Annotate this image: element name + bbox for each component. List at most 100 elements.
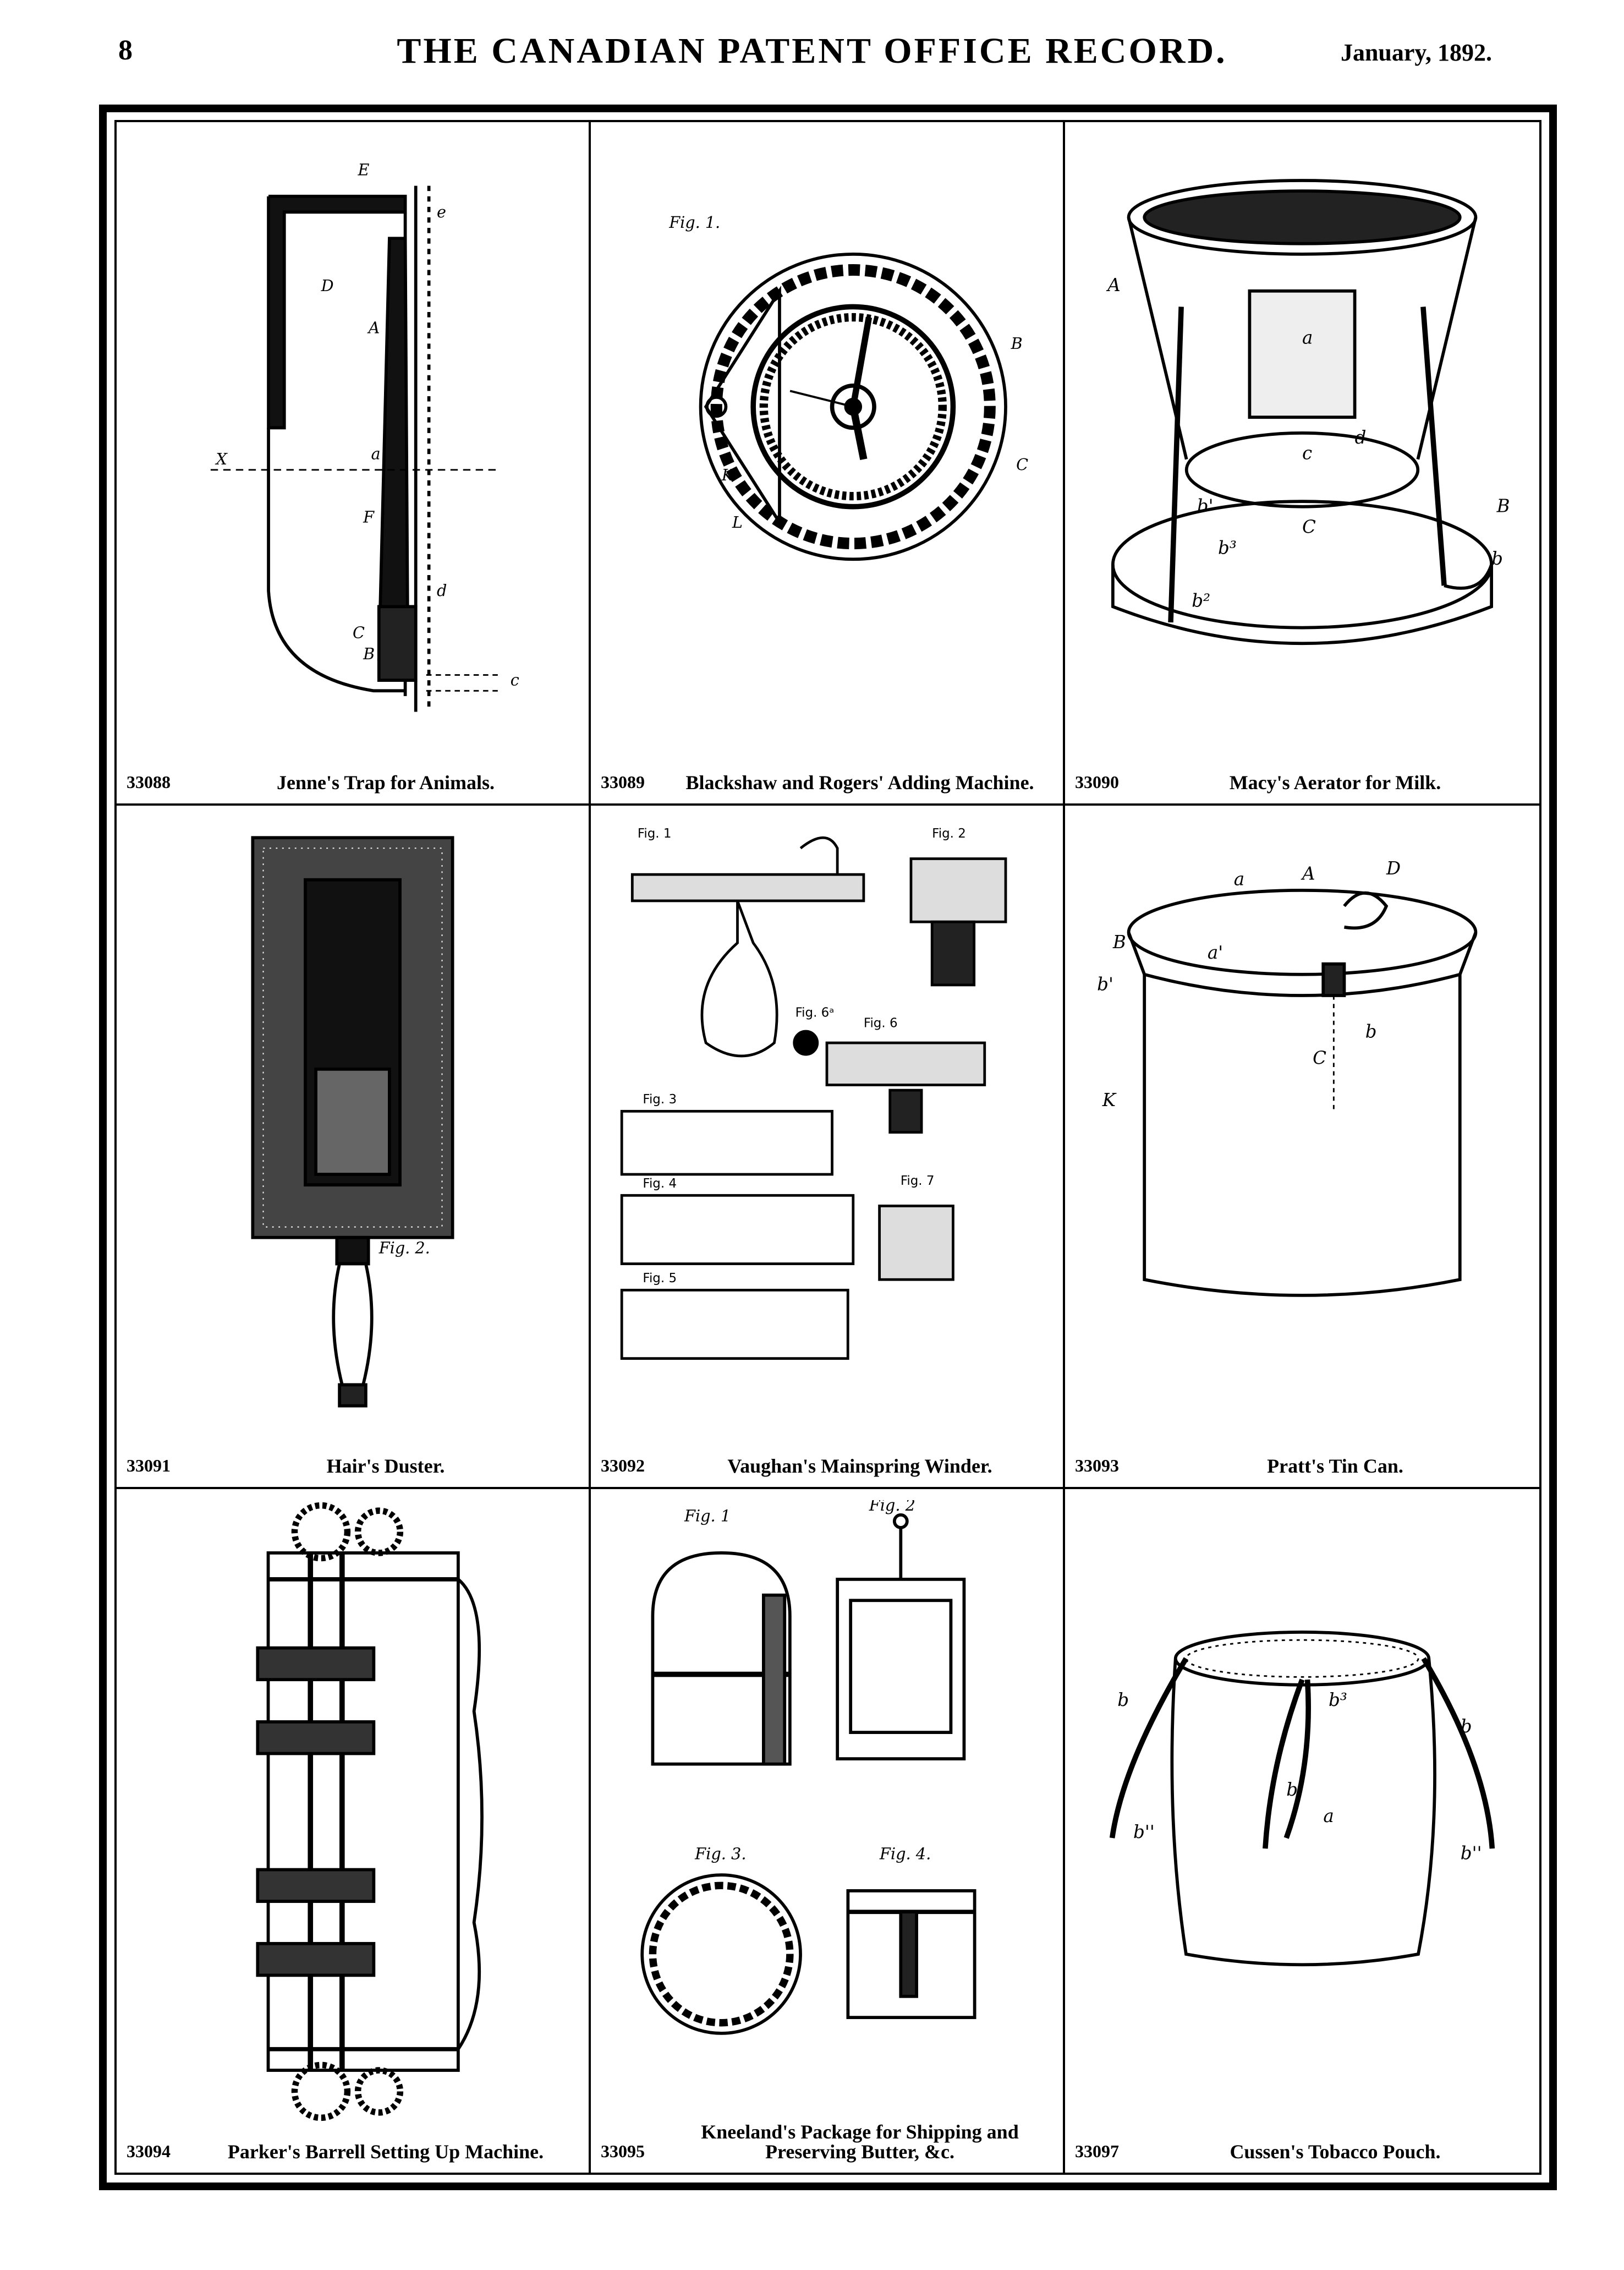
fig-label-b-prime: b' — [1286, 1779, 1303, 1800]
patent-title: Kneeland's Package for Shipping and Pres… — [701, 2121, 1019, 2163]
patent-caption: 33089 Blackshaw and Rogers' Adding Machi… — [601, 757, 1053, 796]
patent-plate-inner-frame: E D A X a F C B d c e — [114, 120, 1541, 2175]
fig-label-fig2: Fig. 2. — [378, 1238, 430, 1257]
fig-label-b-cubed: b³ — [1329, 1689, 1347, 1710]
fig-label-b-right: b — [1461, 1716, 1472, 1737]
fig-label-a-prime: a' — [1208, 942, 1223, 963]
patent-caption: 33093 Pratt's Tin Can. — [1075, 1441, 1529, 1479]
patent-grid: E D A X a F C B d c e — [117, 122, 1539, 2173]
fig-label-c-small: c — [1302, 443, 1312, 464]
patent-number: 33090 — [1075, 772, 1119, 792]
fig-label-b-double-prime-right: b'' — [1461, 1842, 1482, 1863]
page-date: January, 1892. — [1340, 39, 1492, 66]
figure-butter-package: Fig. 1 Fig. 2 Fig. 3. Fig. 4. — [602, 1500, 1052, 2123]
fig-label-fig7: Fig. 7 — [901, 1174, 935, 1188]
fig-label-k: K — [721, 466, 734, 484]
fig-label-d: D — [1386, 858, 1401, 879]
patent-number: 33092 — [601, 1456, 645, 1475]
fig-label-c-small: c — [511, 671, 519, 690]
fig-label-b: B — [1011, 334, 1023, 353]
fig-label-a: A — [1301, 863, 1315, 884]
fig-label-b-prime: b' — [1097, 973, 1113, 994]
figure-trap-for-animals: E D A X a F C B d c e — [128, 133, 578, 754]
patent-caption: 33090 Macy's Aerator for Milk. — [1075, 757, 1529, 796]
fig-label-b-small: b — [1491, 548, 1503, 569]
page-header: 8 THE CANADIAN PATENT OFFICE RECORD. Jan… — [0, 0, 1624, 99]
fig-label-b: B — [1112, 932, 1126, 953]
fig-label-a: A — [367, 318, 380, 337]
fig-label-fig3: Fig. 3 — [643, 1092, 677, 1107]
fig-label-k: K — [1102, 1090, 1117, 1111]
fig-label-a: A — [1106, 275, 1120, 296]
fig-label-d: d — [1355, 427, 1367, 448]
fig-label-b-small: b — [1365, 1021, 1377, 1042]
patent-title: Parker's Barrell Setting Up Machine. — [227, 2141, 544, 2163]
patent-title: Pratt's Tin Can. — [1267, 1455, 1403, 1477]
figure-tin-can: a A D B b' a' b C K — [1076, 817, 1528, 1437]
patent-caption: 33095 Kneeland's Package for Shipping an… — [601, 2122, 1053, 2165]
patent-number: 33097 — [1075, 2141, 1119, 2161]
patent-title: Jenne's Trap for Animals. — [276, 772, 495, 794]
patent-caption: 33094 Parker's Barrell Setting Up Machin… — [127, 2126, 579, 2165]
patent-number: 33088 — [127, 772, 171, 792]
figure-aerator-for-milk: A a b' c d B C b b² b³ — [1076, 133, 1528, 754]
fig-label-f: F — [363, 507, 375, 526]
fig-label-e-small: e — [437, 203, 446, 221]
fig-label-b: B — [1496, 495, 1510, 516]
patent-title: Macy's Aerator for Milk. — [1229, 772, 1441, 794]
patent-caption: 33088 Jenne's Trap for Animals. — [127, 757, 579, 796]
patent-caption: 33092 Vaughan's Mainspring Winder. — [601, 1441, 1053, 1479]
fig-label-x: X — [215, 450, 228, 468]
fig-label-fig1: Fig. 1 — [684, 1506, 731, 1525]
figure-adding-machine: Fig. 1. K L C B — [602, 133, 1052, 754]
fig-label-fig2: Fig. 2 — [932, 827, 966, 841]
patent-cell-33092: Fig. 1 Fig. 2 Fig. 6ᵃ Fig. 6 Fig. 3 Fig.… — [591, 806, 1065, 1489]
patent-cell-33091: Fig. 2. 33091 Hair's Duster. — [117, 806, 591, 1489]
fig-label-b-cubed: b³ — [1218, 538, 1237, 559]
fig-label-e: E — [358, 160, 370, 179]
fig-label-l: L — [732, 513, 743, 532]
fig-label-fig6a: Fig. 6ᵃ — [795, 1005, 835, 1020]
page-title: THE CANADIAN PATENT OFFICE RECORD. — [397, 31, 1227, 71]
fig-label-c: C — [353, 623, 365, 642]
fig-label-d: D — [321, 276, 334, 295]
fig-label-fig1: Fig. 1. — [668, 213, 720, 232]
patent-title: Hair's Duster. — [326, 1455, 445, 1477]
patent-caption: 33091 Hair's Duster. — [127, 1441, 579, 1479]
patent-number: 33093 — [1075, 1456, 1119, 1475]
figure-duster: Fig. 2. — [128, 817, 578, 1437]
fig-label-b-prime: b' — [1197, 495, 1214, 516]
fig-label-b-left: b — [1117, 1689, 1129, 1710]
figure-tobacco-pouch: b b³ b' b a b'' b'' — [1076, 1500, 1528, 2123]
patent-cell-33097: b b³ b' b a b'' b'' 33097 Cussen's Tobac… — [1065, 1489, 1539, 2173]
fig-label-d-small: d — [437, 581, 447, 600]
patent-number: 33095 — [601, 2141, 645, 2161]
fig-label-c: C — [1313, 1047, 1326, 1068]
patent-title: Blackshaw and Rogers' Adding Machine. — [685, 772, 1034, 794]
patent-number: 33094 — [127, 2141, 171, 2161]
fig-label-fig6: Fig. 6 — [864, 1016, 898, 1030]
patent-cell-33094: 33094 Parker's Barrell Setting Up Machin… — [117, 1489, 591, 2173]
patent-number: 33091 — [127, 1456, 171, 1475]
fig-label-b: B — [363, 644, 375, 663]
page-number: 8 — [118, 35, 133, 66]
fig-label-b-double-prime-left: b'' — [1133, 1822, 1155, 1842]
fig-label-c: C — [1302, 517, 1316, 538]
fig-label-a-small: a — [371, 445, 380, 463]
patent-title: Cussen's Tobacco Pouch. — [1230, 2141, 1441, 2163]
fig-label-fig5: Fig. 5 — [643, 1271, 677, 1286]
patent-caption: 33097 Cussen's Tobacco Pouch. — [1075, 2126, 1529, 2165]
fig-label-fig4: Fig. 4 — [643, 1177, 677, 1191]
figure-mainspring-winder: Fig. 1 Fig. 2 Fig. 6ᵃ Fig. 6 Fig. 3 Fig.… — [602, 817, 1052, 1437]
patent-cell-33088: E D A X a F C B d c e — [117, 122, 591, 806]
patent-title: Vaughan's Mainspring Winder. — [727, 1455, 992, 1477]
patent-number: 33089 — [601, 772, 645, 792]
patent-cell-33095: Fig. 1 Fig. 2 Fig. 3. Fig. 4. 33095 Knee… — [591, 1489, 1065, 2173]
patent-cell-33093: a A D B b' a' b C K 33093 — [1065, 806, 1539, 1489]
fig-label-fig2: Fig. 2 — [869, 1500, 915, 1514]
fig-label-a-small: a — [1234, 868, 1244, 889]
fig-label-fig4: Fig. 4. — [879, 1844, 931, 1863]
fig-label-fig3: Fig. 3. — [694, 1844, 746, 1863]
fig-label-c: C — [1016, 455, 1028, 474]
patent-cell-33089: Fig. 1. K L C B 33089 Blackshaw and Roge… — [591, 122, 1065, 806]
